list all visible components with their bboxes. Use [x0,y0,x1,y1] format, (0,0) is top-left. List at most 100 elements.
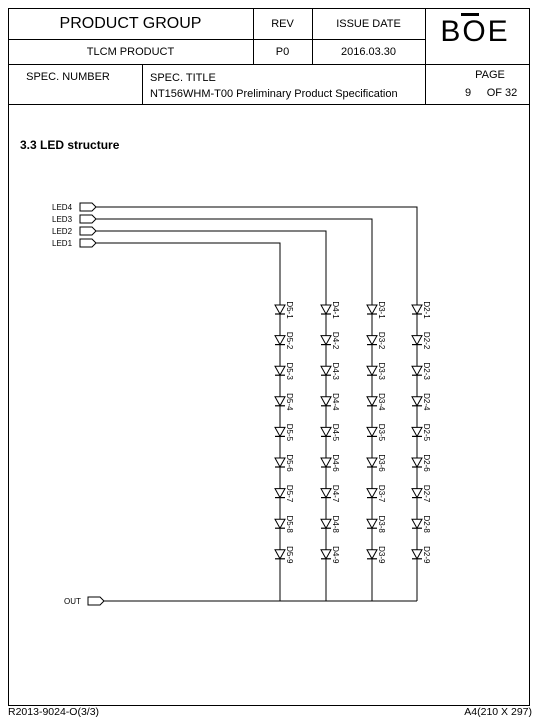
led-diode [366,335,378,346]
led-diode [274,365,286,377]
diode-label: D4-3 [331,363,340,381]
input-label-led1: LED1 [52,239,73,248]
diode-label: D2-1 [422,301,431,319]
form-number: R2013-9024-O(3/3) [8,706,100,718]
led-diode [366,365,378,377]
diode-label: D2-8 [422,516,431,534]
led-diode [411,549,423,560]
diode-label: D5-7 [285,485,294,503]
rev-label: REV [271,17,294,30]
diode-label: D4-9 [331,546,340,564]
led-diode [411,396,423,407]
diode-label: D2-2 [422,332,431,350]
led-diode [411,335,423,346]
diode-label: D3-7 [377,485,386,503]
led-diode [366,457,378,469]
page-label: PAGE [475,69,505,81]
input-wire-led4 [96,206,418,305]
diode-label: D4-5 [331,424,340,442]
led-diode [320,518,332,530]
diode-label: D3-6 [377,454,386,472]
input-wire-led2 [96,230,327,305]
led-diode [274,426,286,438]
led-diode [274,549,286,560]
diode-label: D5-9 [285,546,294,564]
diode-label: D3-4 [377,393,386,411]
diode-label: D4-1 [331,301,340,319]
spec-number-label: SPEC. NUMBER [26,71,110,83]
issue-date-label: ISSUE DATE [336,17,401,30]
diode-label: D2-7 [422,485,431,503]
led-diode [411,457,423,469]
diode-label: D3-5 [377,424,386,442]
header-rule-2 [8,64,530,65]
diode-label: D2-5 [422,424,431,442]
section-title: 3.3 LED structure [20,138,120,152]
spec-title: NT156WHM-T00 Preliminary Product Specifi… [150,88,398,100]
led-diode [366,396,378,407]
led-diode [320,304,332,316]
product-group-title: PRODUCT GROUP [59,14,202,32]
diode-label: D5-4 [285,393,294,411]
diode-label: D4-2 [331,332,340,350]
diode-label: D4-8 [331,516,340,534]
input-connector-led3 [79,214,97,224]
diode-label: D3-9 [377,546,386,564]
led-diode [274,488,286,499]
issue-date-value: 2016.03.30 [340,45,397,58]
diode-label: D2-4 [422,393,431,411]
diode-label: D2-3 [422,363,431,381]
led-diode [366,518,378,530]
header-rule-3 [8,104,530,105]
header-divider-4 [142,64,143,104]
led-diode [320,549,332,560]
header-divider-2 [312,8,313,64]
spec-title-label: SPEC. TITLE [150,72,216,84]
rev-value: P0 [275,45,290,58]
led-diode [411,304,423,316]
diode-label: D4-6 [331,454,340,472]
page-total: OF 32 [486,87,518,99]
led-diode [320,457,332,469]
led-diode [411,518,423,530]
diode-label: D3-2 [377,332,386,350]
led-diode [411,488,423,499]
header-divider-1 [253,8,254,64]
led-diode [320,426,332,438]
input-label-led2: LED2 [52,227,73,236]
led-diode [274,304,286,316]
input-label-led3: LED3 [52,215,73,224]
led-diode [366,426,378,438]
led-diode [274,457,286,469]
led-diode [366,488,378,499]
diode-label: D5-6 [285,454,294,472]
diode-label: D3-3 [377,363,386,381]
diode-label: D2-6 [422,454,431,472]
logo-mark [461,13,479,16]
input-connector-led1 [79,238,97,248]
input-label-led4: LED4 [52,203,73,212]
led-diode [320,335,332,346]
led-diode [411,365,423,377]
product-name: TLCM PRODUCT [86,45,175,58]
output-label: OUT [64,597,81,606]
input-wire-led3 [96,218,373,305]
page-number: 9 [464,87,472,99]
diode-label: D4-4 [331,393,340,411]
led-diode [274,518,286,530]
led-diode [366,549,378,560]
output-connector [87,596,105,606]
diode-label: D4-7 [331,485,340,503]
diode-label: D5-8 [285,516,294,534]
header-divider-3 [425,8,426,104]
paper-size: A4(210 X 297) [464,706,532,718]
header-rule-1 [8,39,425,40]
led-diode [320,488,332,499]
led-diode [366,304,378,316]
diode-label: D5-3 [285,363,294,381]
diode-label: D5-2 [285,332,294,350]
diode-label: D3-8 [377,516,386,534]
input-connector-led2 [79,226,97,236]
input-wire-led1 [96,242,281,305]
